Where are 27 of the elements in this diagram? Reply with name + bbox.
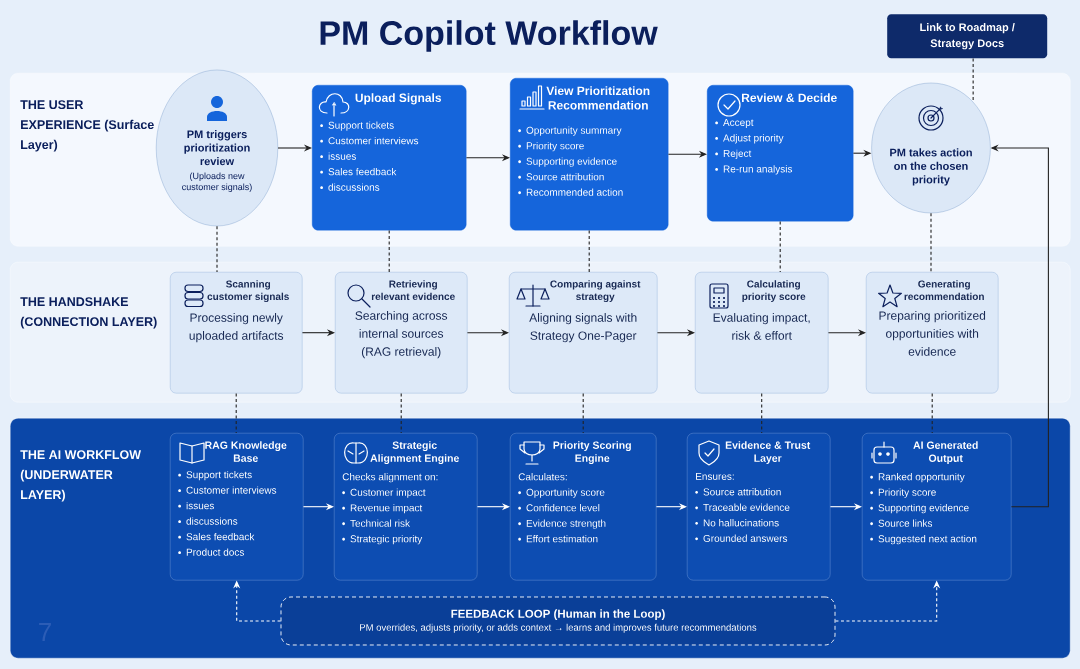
connector-line (235, 392, 237, 434)
process-card: Strategic Alignment Engine Checks alignment on: Customer impact Revenue impact Technical risk Strategic priority (334, 433, 478, 581)
process-card: Generating recommendation Preparing prioritized opportunities with evidence (866, 272, 999, 394)
process-card: AI Generated Output Ranked opportunity Priority score Supporting evidence Source links Suggested next action (862, 433, 1012, 581)
connector-line (931, 392, 933, 434)
connector-line (400, 392, 402, 434)
feedback-box: FEEDBACK LOOP (Human in the Loop) PM overrides, adjusts priority, or adds context → learns and improves future recommendations (280, 596, 836, 646)
process-card: Scanning customer signals Processing newly uploaded artifacts (170, 272, 303, 394)
connector-line (388, 229, 390, 273)
link-box: Link to Roadmap / Strategy Docs (887, 14, 1048, 59)
connector-line (216, 225, 218, 273)
connector-line (588, 229, 590, 273)
process-card: Upload Signals Support tickets Customer interviews issues Sales feedback discussions (312, 85, 467, 231)
connector-line (761, 392, 763, 434)
process-card: View Prioritization Recommendation Opportunity summary Priority score Supporting evidence Source attribution Recommended action (510, 78, 669, 231)
process-card: RAG Knowledge Base Support tickets Customer interviews issues discussions Sales feedback Product docs (170, 433, 304, 581)
process-card: Review & Decide Accept Adjust priority Reject Re-run analysis (707, 85, 854, 222)
title: PM Copilot Workflow (320, 20, 658, 52)
process-card: Calculating priority score Evaluating impact, risk & effort (695, 272, 829, 394)
connector-line (972, 57, 974, 103)
connector-line (930, 212, 932, 273)
process-card: Evidence & Trust Layer Ensures: Source attribution Traceable evidence No hallucinations Grounded answers (687, 433, 831, 581)
connector-line (582, 392, 584, 434)
process-card: Priority Scoring Engine Calculates: Opportunity score Confidence level Evidence strength Effort estimation (510, 433, 657, 581)
connector-line (779, 220, 781, 273)
process-card: Retrieving relevant evidence Searching across internal sources (RAG retrieval) (335, 272, 468, 394)
process-card: Comparing against strategy Aligning signals with Strategy One-Pager (509, 272, 658, 394)
